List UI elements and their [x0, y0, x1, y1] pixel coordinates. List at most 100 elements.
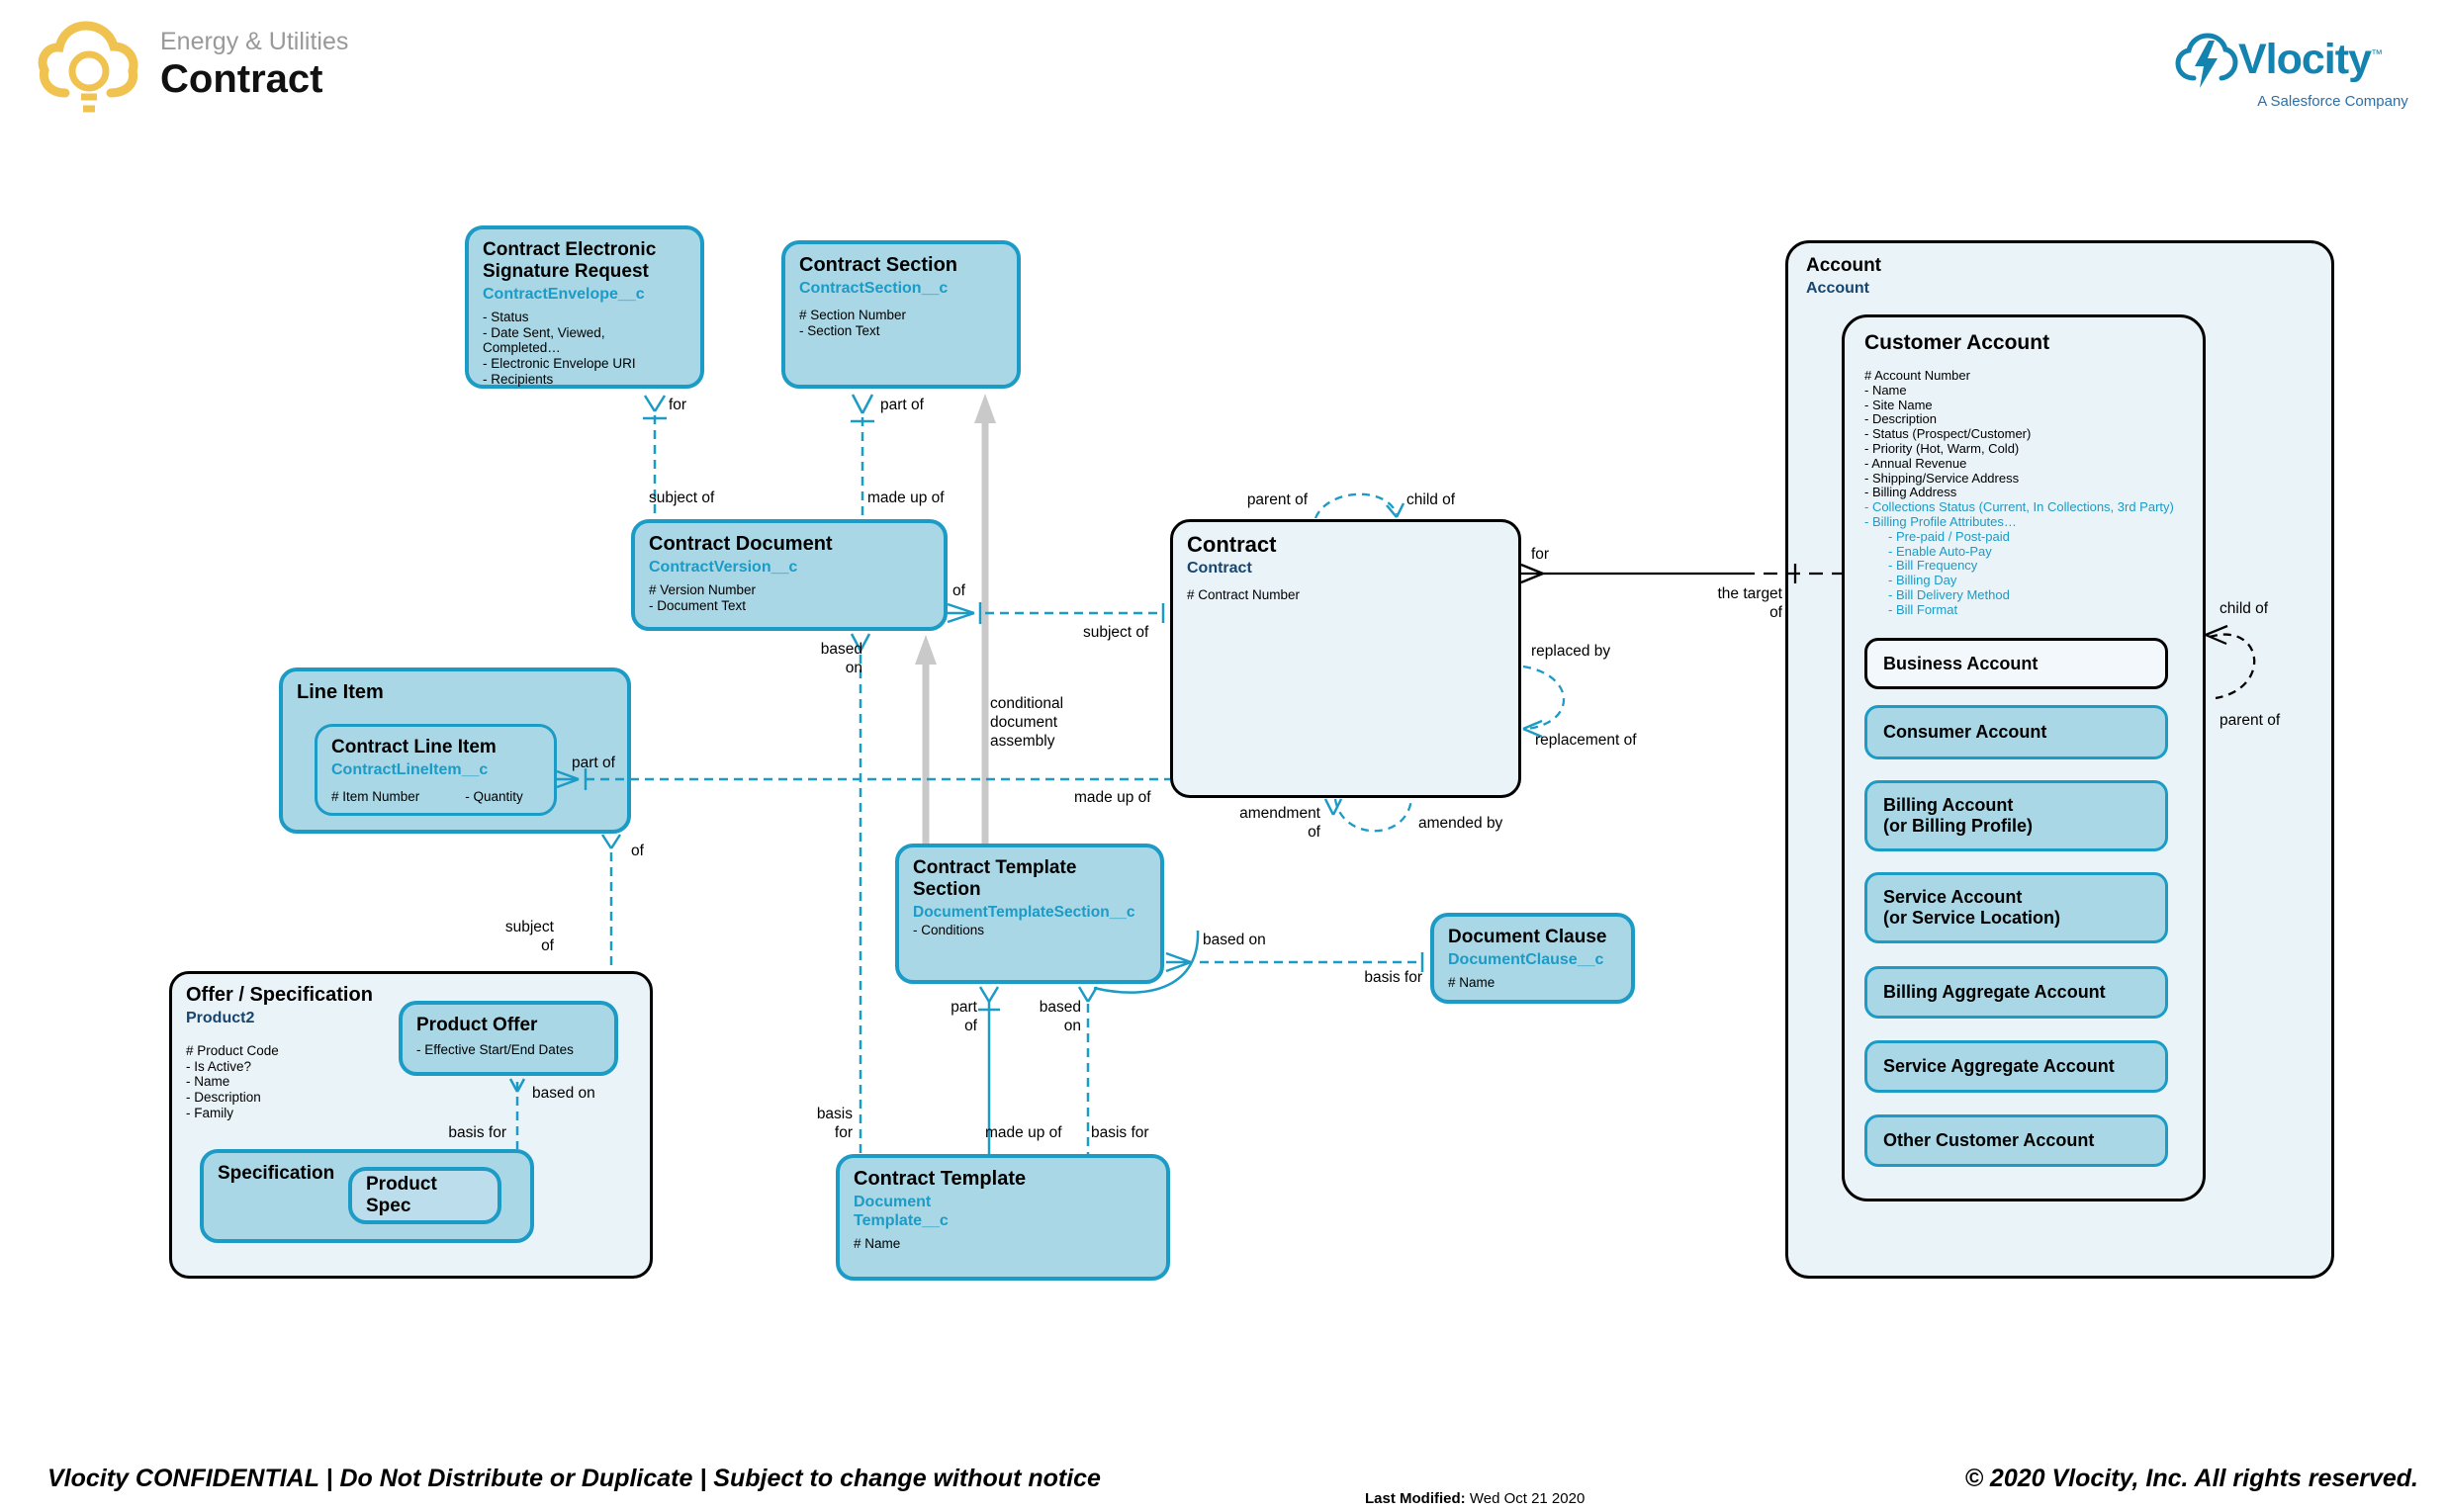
vlocity-cloud-bolt-icon: [2175, 33, 2238, 88]
entity-contract-section: Contract Section ContractSection__c # Se…: [781, 240, 1021, 389]
connector-label-basis-for-ct-left: basis for: [816, 1106, 853, 1141]
connector-label-part-of-cs: part of: [880, 397, 924, 413]
entity-api-name: ContractEnvelope__c: [483, 286, 645, 303]
connector-label-made-up-of-ct: made up of: [985, 1124, 1062, 1141]
entity-title: Product Spec: [366, 1174, 437, 1216]
attribute-line: - Billing Profile Attributes…: [1864, 513, 2017, 529]
entity-attributes: # Version Number- Document Text: [649, 582, 930, 613]
connector-label-replacement-of: replacement of: [1535, 732, 1637, 749]
connector-label-the-target-of: the target of: [1717, 585, 1783, 621]
attribute-line: # Version Number: [649, 582, 757, 597]
entity-title: Product Offer: [416, 1015, 538, 1035]
last-modified-value: Wed Oct 21 2020: [1465, 1490, 1586, 1507]
vlocity-brand-text: Vlocity™: [2238, 36, 2383, 83]
entity-product-spec: Product Spec: [348, 1167, 501, 1224]
entity-api-name: ContractVersion__c: [649, 559, 798, 576]
connector-label-subject-of-offer: subject of: [504, 919, 554, 954]
last-modified-label: Last Modified:: [1365, 1490, 1466, 1507]
connector-label-basis-for-ct: basis for: [1091, 1124, 1149, 1141]
trademark-symbol: ™: [2371, 46, 2383, 61]
page-title: Contract: [160, 57, 323, 101]
entity-api-name: DocumentClause__c: [1448, 951, 1604, 968]
entity-api-name: Document Template__c: [854, 1194, 949, 1229]
entity-billing-aggregate-account: Billing Aggregate Account: [1864, 966, 2168, 1019]
attribute-line: - Billing Day: [1888, 573, 1957, 588]
attribute-line: - Description: [186, 1090, 261, 1106]
entity-title: Contract Electronic Signature Request: [483, 239, 657, 282]
entity-contract-document: Contract Document ContractVersion__c # V…: [631, 519, 948, 631]
attribute-line: - Enable Auto-Pay: [1888, 543, 1992, 559]
entity-contract-electronic-signature-request: Contract Electronic Signature Request Co…: [465, 225, 704, 389]
entity-api-name: DocumentTemplateSection__c: [913, 904, 1135, 921]
attribute-line: # Section Number: [799, 308, 907, 322]
entity-attributes: - Conditions: [913, 923, 1146, 938]
connector-label-amended-by: amended by: [1418, 815, 1503, 832]
attribute-line: # Name: [1448, 975, 1495, 990]
entity-attributes: # Section Number- Section Text: [799, 308, 1003, 338]
attribute-line: - Bill Frequency: [1888, 558, 1978, 574]
entity-contract-template-section: Contract Template Section DocumentTempla…: [895, 844, 1164, 984]
entity-attributes: # Account Number- Name- Site Name- Descr…: [1864, 368, 2191, 618]
connector-label-subject-of-cd: subject of: [649, 489, 715, 506]
entity-product-offer: Product Offer - Effective Start/End Date…: [399, 1001, 618, 1076]
attribute-line: # Name: [854, 1236, 901, 1251]
connector-label-part-of-cli: part of: [572, 755, 615, 771]
entity-service-aggregate-account: Service Aggregate Account: [1864, 1040, 2168, 1093]
connector-label-parent-of-account: parent of: [2220, 712, 2281, 729]
entity-title: Offer / Specification: [186, 984, 373, 1006]
entity-contract-line-item: Contract Line Item ContractLineItem__c #…: [315, 724, 557, 816]
connector-label-child-of-account: child of: [2220, 600, 2269, 617]
connector-label-of-cd: of: [952, 582, 965, 599]
entity-attributes: # Item Number - Quantity: [331, 789, 540, 804]
entity-other-customer-account: Other Customer Account: [1864, 1114, 2168, 1167]
entity-attributes: # Product Code- Is Active?- Name- Descri…: [186, 1043, 636, 1121]
connector-label-for-account: for: [1531, 546, 1550, 563]
entity-api-name: Product2: [186, 1010, 255, 1026]
entity-api-name: Contract: [1187, 560, 1252, 577]
attribute-line: - Collections Status (Current, In Collec…: [1864, 499, 2174, 515]
connector-label-based-on-po: based on: [532, 1085, 595, 1102]
connector-label-child-of-contract: child of: [1406, 491, 1456, 508]
entity-title: Contract Document: [649, 533, 833, 555]
attribute-line: - Name: [186, 1074, 230, 1090]
entity-title: Customer Account: [1864, 331, 2050, 354]
entity-title: Contract Template: [854, 1168, 1027, 1190]
attribute-line: - Billing Address: [1864, 485, 1957, 500]
entity-contract: Contract Contract # Contract Number: [1170, 519, 1521, 798]
connector-label-subject-of-contract: subject of: [1083, 624, 1149, 641]
attribute-line: - Priority (Hot, Warm, Cold): [1864, 440, 2020, 456]
entity-api-name: Account: [1806, 280, 1869, 297]
attribute-line: - Bill Format: [1888, 601, 1958, 617]
connector-label-conditional-assembly: conditional document assembly: [990, 695, 1064, 750]
entity-api-name: ContractLineItem__c: [331, 761, 489, 778]
entity-title: Account: [1806, 255, 1881, 276]
attribute-line: - Bill Delivery Method: [1888, 586, 2010, 602]
entity-title: Document Clause: [1448, 927, 1607, 947]
connector-label-based-on-cts: based on: [1039, 999, 1081, 1034]
attribute-line: # Contract Number: [1187, 587, 1301, 602]
attribute-line: - Name: [1864, 382, 1907, 398]
header-category: Energy & Utilities: [160, 28, 349, 55]
entity-title: Contract Template Section: [913, 857, 1077, 900]
attribute-line: - Status: [483, 310, 529, 324]
entity-consumer-account: Consumer Account: [1864, 705, 2168, 759]
attribute-line: # Account Number: [1864, 368, 1970, 383]
connector-label-basis-for-spec: basis for: [448, 1124, 506, 1141]
entity-title: Contract Line Item: [331, 737, 497, 757]
attribute-line: - Effective Start/End Dates: [416, 1042, 574, 1057]
connector-label-made-up-of-contract: made up of: [1074, 789, 1151, 806]
attribute-line: - Status (Prospect/Customer): [1864, 426, 2032, 442]
attribute-line: - Shipping/Service Address: [1864, 470, 2020, 486]
attribute-line: - Date Sent, Viewed, Completed…: [483, 324, 605, 356]
entity-contract-template: Contract Template Document Template__c #…: [836, 1154, 1170, 1281]
connector-label-based-on-cd: based on: [820, 641, 862, 676]
connector-label-based-on-clause: based on: [1203, 932, 1266, 948]
entity-attributes: # Name: [854, 1236, 1152, 1252]
footer-copyright: © 2020 Vlocity, Inc. All rights reserved…: [1964, 1465, 2418, 1492]
connector-label-made-up-of-cd: made up of: [867, 489, 945, 506]
connector-label-of-li: of: [631, 843, 644, 859]
attribute-line: - Section Text: [799, 322, 880, 338]
entity-api-name: ContractSection__c: [799, 280, 949, 297]
connector-label-part-of-cts: part of: [951, 999, 977, 1034]
attribute-line: - Annual Revenue: [1864, 455, 1967, 471]
